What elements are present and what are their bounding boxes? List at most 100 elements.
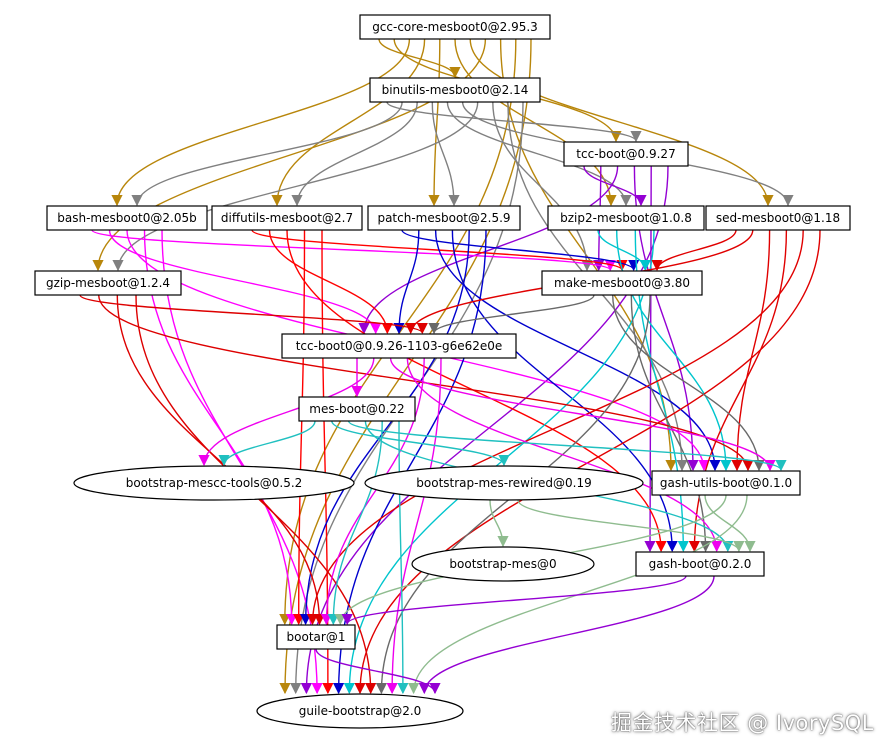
node-guile-label: guile-bootstrap@2.0 xyxy=(299,704,422,718)
node-bash-label: bash-mesboot0@2.05b xyxy=(57,211,196,225)
edge-tccboot0-to-gashutils xyxy=(389,357,776,472)
watermark: 掘金技术社区 @ IvorySQL xyxy=(611,711,874,735)
node-bzip2: bzip2-mesboot@1.0.8 xyxy=(547,205,705,231)
edge-gzip-to-bootar xyxy=(116,294,326,626)
node-tccboot-label: tcc-boot@0.9.27 xyxy=(576,147,675,161)
edge-tccboot0-to-bootar xyxy=(320,357,425,626)
edge-gcc-to-sed xyxy=(469,38,774,207)
edge-diffutils-to-make xyxy=(251,229,628,272)
edge-bash-to-tccboot0 xyxy=(108,229,382,335)
edge-gashutils-to-gashboot xyxy=(704,494,756,553)
edge-gashutils-to-guile xyxy=(408,494,748,695)
node-make-label: make-mesboot0@3.80 xyxy=(554,276,690,290)
node-bootstrapmes: bootstrap-mes@0 xyxy=(411,546,595,582)
node-gashutils: gash-utils-boot@0.1.0 xyxy=(651,470,801,496)
edge-mesboot-to-bootar xyxy=(327,420,383,626)
node-diffutils-label: diffutils-mesboot@2.7 xyxy=(221,211,353,225)
node-patch: patch-mesboot@2.5.9 xyxy=(367,205,521,231)
node-diffutils-box xyxy=(211,205,363,231)
edge-patch-to-bootar xyxy=(300,229,470,626)
node-mescctools: bootstrap-mescc-tools@0.5.2 xyxy=(73,465,355,501)
node-binutils-label: binutils-mesboot0@2.14 xyxy=(382,83,529,97)
node-diffutils: diffutils-mesboot@2.7 xyxy=(211,205,363,231)
edges-layer xyxy=(79,38,821,695)
edge-bash-to-bootar xyxy=(143,229,298,626)
node-gcc-box xyxy=(359,14,551,40)
node-bash-box xyxy=(46,205,208,231)
node-guile-ellipse xyxy=(256,693,464,729)
node-mescctools-label: bootstrap-mescc-tools@0.5.2 xyxy=(126,476,303,490)
edge-make-to-gashboot xyxy=(630,294,712,553)
node-gashutils-label: gash-utils-boot@0.1.0 xyxy=(660,476,792,490)
node-mesrewired-label: bootstrap-mes-rewired@0.19 xyxy=(416,476,591,490)
node-mescctools-ellipse xyxy=(73,465,355,501)
edge-binutils-to-gzip xyxy=(112,101,479,272)
node-bootar-label: bootar@1 xyxy=(287,630,346,644)
node-bootar: bootar@1 xyxy=(276,624,356,650)
edge-bootar-to-guile xyxy=(315,648,441,695)
node-gzip: gzip-mesboot@1.2.4 xyxy=(34,270,182,296)
edge-tccboot0-to-mescctools xyxy=(198,357,375,467)
edge-bzip2-to-make xyxy=(597,229,651,272)
edge-patch-to-make xyxy=(401,229,640,272)
edge-sed-to-bootar xyxy=(306,229,804,626)
edge-mesrewired-to-bootstrapmes xyxy=(489,499,509,548)
node-bootstrapmes-label: bootstrap-mes@0 xyxy=(449,557,556,571)
node-gashboot-box xyxy=(635,551,765,577)
node-mesrewired: bootstrap-mes-rewired@0.19 xyxy=(364,465,644,501)
edge-bash-to-guile xyxy=(161,229,323,695)
node-mesboot: mes-boot@0.22 xyxy=(298,396,416,422)
edge-patch-to-guile xyxy=(333,229,487,695)
node-sed-box xyxy=(705,205,851,231)
node-gzip-box xyxy=(34,270,182,296)
edge-binutils-to-patch xyxy=(431,101,460,207)
edge-gcc-to-bash xyxy=(111,38,411,207)
nodes-layer: gcc-core-mesboot0@2.95.3 binutils-mesboot… xyxy=(34,14,851,729)
edge-binutils-to-make xyxy=(492,101,593,272)
edge-gcc-to-gzip xyxy=(92,38,487,272)
edge-sed-to-make xyxy=(651,229,737,272)
edge-make-to-gashutils xyxy=(612,294,765,472)
node-bootar-box xyxy=(276,624,356,650)
node-sed: sed-mesboot0@1.18 xyxy=(705,205,851,231)
node-make: make-mesboot0@3.80 xyxy=(541,270,703,296)
node-sed-label: sed-mesboot0@1.18 xyxy=(716,211,840,225)
node-tccboot0-label: tcc-boot0@0.9.26-1103-g6e62e0e xyxy=(296,339,503,353)
node-bash: bash-mesboot0@2.05b xyxy=(46,205,208,231)
edge-sed-to-gashboot xyxy=(688,229,788,553)
edge-mesboot-to-gashutils xyxy=(347,420,787,472)
edge-sed-to-gashutils xyxy=(731,229,771,472)
node-tccboot: tcc-boot@0.9.27 xyxy=(563,141,689,167)
edge-patch-to-tccboot0 xyxy=(393,229,420,335)
edge-gcc-to-diffutils xyxy=(271,38,426,207)
node-bzip2-label: bzip2-mesboot@1.0.8 xyxy=(560,211,692,225)
node-bootstrapmes-ellipse xyxy=(411,546,595,582)
edge-tccboot-to-tccboot0 xyxy=(358,165,619,335)
edge-patch-to-gashutils xyxy=(434,229,721,472)
node-binutils-box xyxy=(369,77,541,103)
node-bzip2-box xyxy=(547,205,705,231)
node-binutils: binutils-mesboot0@2.14 xyxy=(369,77,541,103)
edge-mesboot-to-mesrewired xyxy=(331,420,510,467)
node-gashboot: gash-boot@0.2.0 xyxy=(635,551,765,577)
edge-gzip-to-tccboot0 xyxy=(79,294,428,335)
edge-gcc-to-patch xyxy=(428,38,441,207)
node-gcc-label: gcc-core-mesboot0@2.95.3 xyxy=(372,20,538,34)
edge-mesrewired-to-gashboot xyxy=(517,499,745,553)
edge-bash-to-make xyxy=(91,229,616,272)
node-make-box xyxy=(541,270,703,296)
node-patch-label: patch-mesboot@2.5.9 xyxy=(377,211,510,225)
edge-binutils-to-bzip2 xyxy=(446,101,632,207)
edge-binutils-to-tccboot xyxy=(386,101,642,143)
node-gashboot-label: gash-boot@0.2.0 xyxy=(649,557,752,571)
node-guile: guile-bootstrap@2.0 xyxy=(256,693,464,729)
node-tccboot0-box xyxy=(281,333,517,359)
edge-tccboot0-to-guile xyxy=(386,357,442,695)
node-gashutils-box xyxy=(651,470,801,496)
node-tccboot0: tcc-boot0@0.9.26-1103-g6e62e0e xyxy=(281,333,517,359)
node-patch-box xyxy=(367,205,521,231)
node-mesboot-box xyxy=(298,396,416,422)
edge-tccboot-to-bzip2 xyxy=(583,165,647,207)
node-gzip-label: gzip-mesboot@1.2.4 xyxy=(46,276,170,290)
